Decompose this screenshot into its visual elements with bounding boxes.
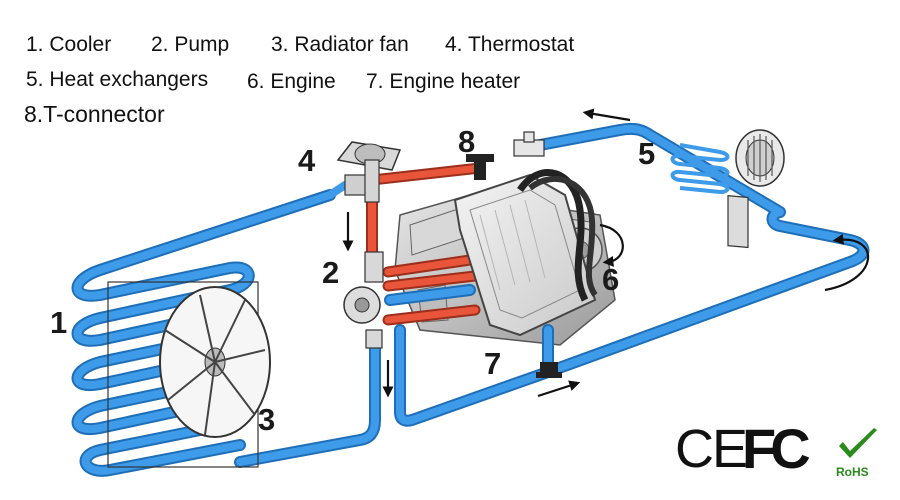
- flow-arrows: [342, 108, 869, 398]
- flow-arrow-left-top: [582, 108, 631, 122]
- legend-cooler: 1. Cooler: [26, 33, 112, 56]
- heat-exchanger-coil: [670, 143, 730, 195]
- legend-pump: 2. Pump: [151, 33, 230, 56]
- ce-mark: CE: [675, 419, 748, 479]
- t-connector-right: [513, 131, 545, 157]
- callout-3: 3: [258, 402, 276, 437]
- callout-7: 7: [484, 346, 502, 381]
- legend-engine-heater: 7. Engine heater: [366, 70, 521, 93]
- engine-heater: [453, 169, 598, 337]
- fc-mark: FC: [742, 417, 811, 480]
- legend-thermostat: 4. Thermostat: [445, 33, 575, 56]
- legend-t-connector: 8.T-connector: [24, 101, 165, 127]
- legend-radiator-fan: 3. Radiator fan: [271, 33, 409, 56]
- t-connector-top: [466, 154, 494, 180]
- thermostat: [336, 141, 402, 203]
- callout-8: 8: [458, 124, 476, 159]
- flow-arrow-curve-right: [824, 233, 869, 292]
- flow-arrow-right-bottom: [537, 380, 581, 398]
- callout-4: 4: [298, 143, 316, 178]
- legend-engine: 6. Engine: [247, 70, 336, 93]
- flow-arrow-curve-engine: [599, 223, 624, 267]
- rohs-label: RoHS: [836, 465, 869, 479]
- callout-6: 6: [602, 262, 620, 297]
- callout-5: 5: [638, 136, 656, 171]
- legend-heat-exchangers: 5. Heat exchangers: [26, 68, 209, 91]
- pump: [343, 251, 384, 349]
- callout-1: 1: [50, 305, 68, 340]
- heat-exchanger-fan: [727, 129, 785, 249]
- radiator-fan: [107, 281, 271, 468]
- callout-2: 2: [322, 255, 340, 290]
- t-connector-bottom: [536, 362, 562, 378]
- hot-coolant-pipes: [366, 162, 486, 326]
- rohs-check-icon: [839, 428, 877, 458]
